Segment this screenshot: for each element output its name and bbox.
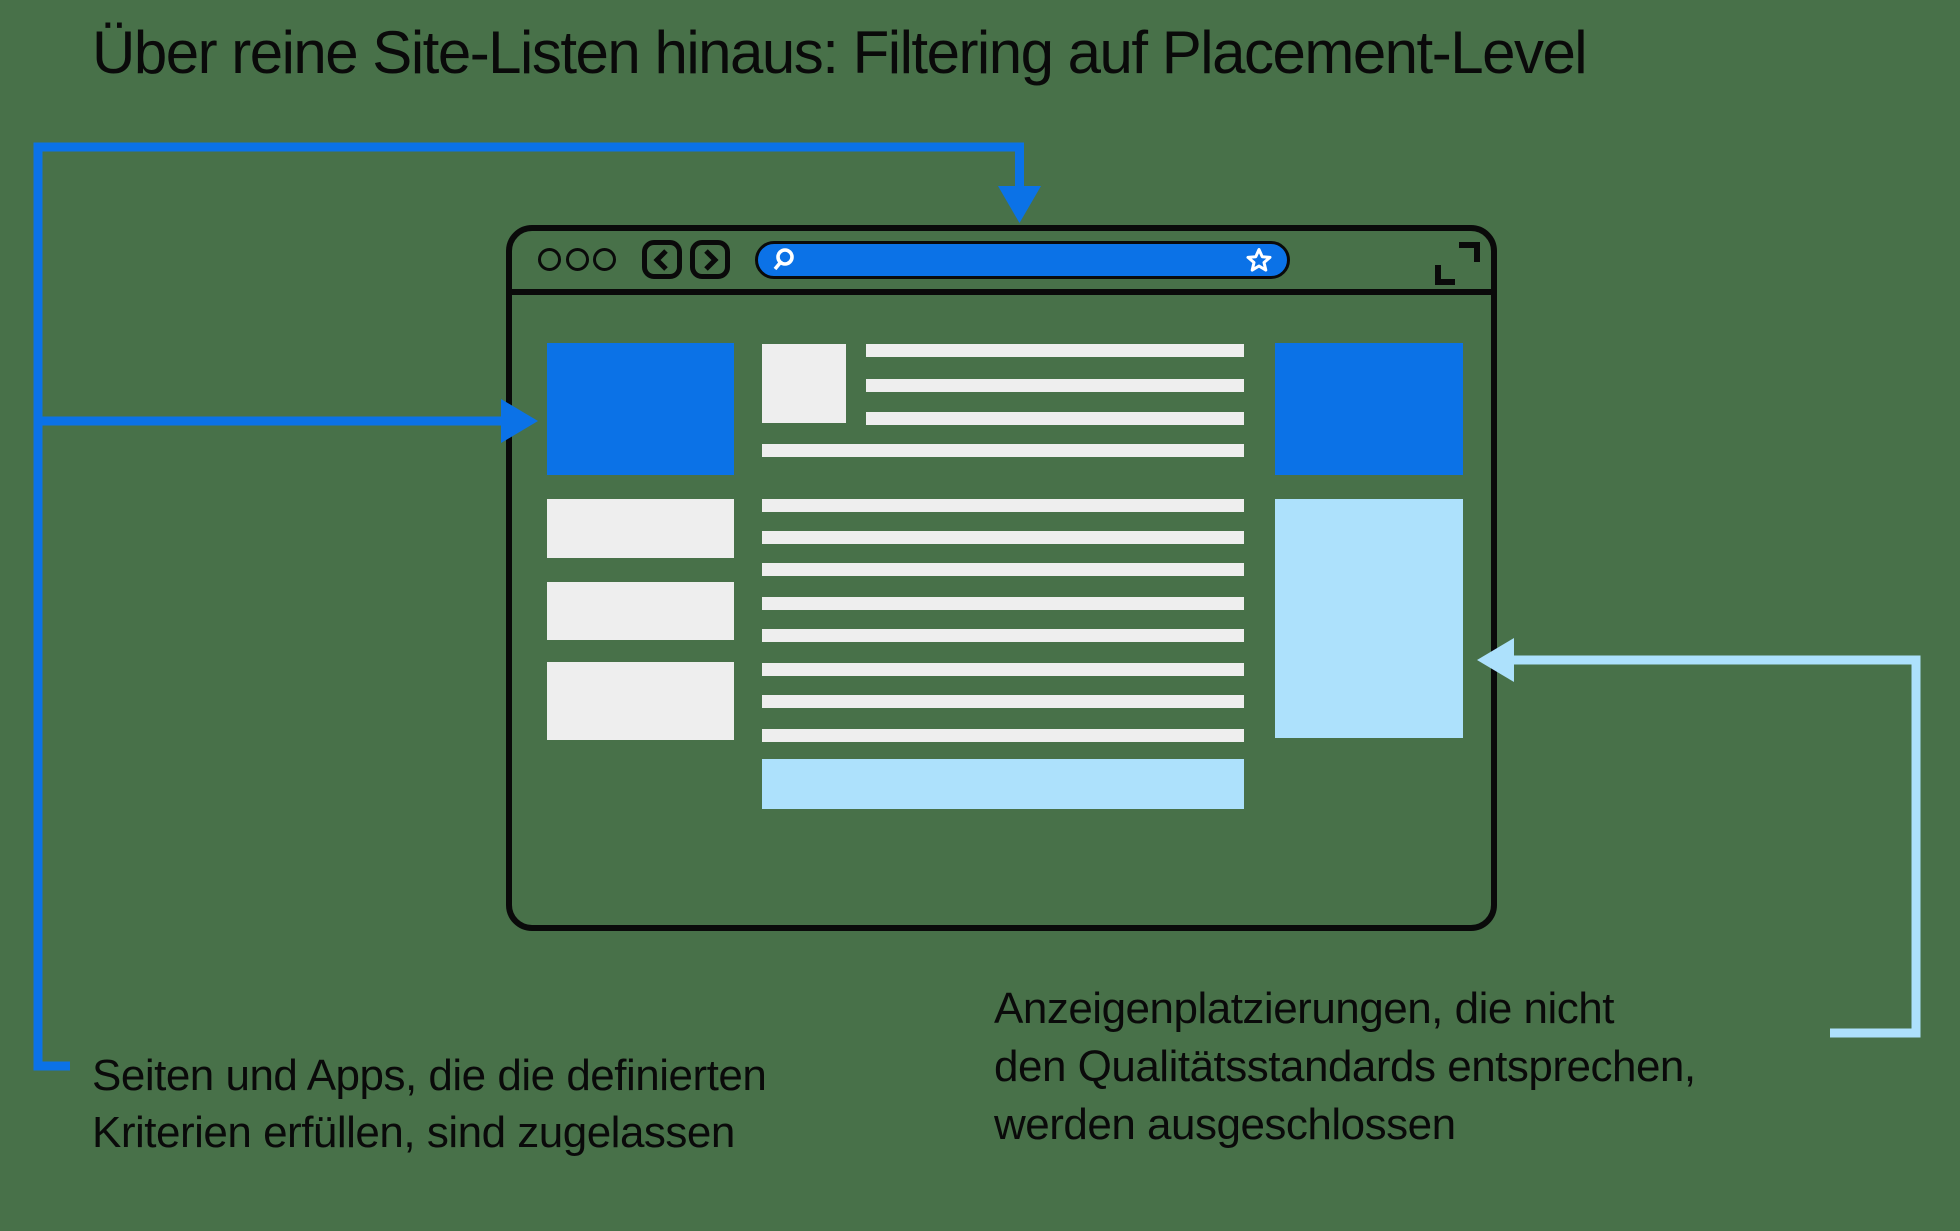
annotation-line: Seiten und Apps, die die definierten [92,1051,767,1100]
forward-button [690,240,730,279]
text-line-placeholder [866,344,1244,357]
chevron-right-icon [704,248,719,271]
window-control-dot [593,248,616,271]
annotation-line: Anzeigenplatzierungen, die nicht [994,984,1615,1033]
arrowhead-down-icon [998,186,1041,223]
placeholder-block [547,499,734,558]
placeholder-block [547,662,734,740]
text-line-placeholder [762,499,1244,512]
window-control-dot [538,248,561,271]
text-line-placeholder [762,597,1244,610]
expand-icon [1435,242,1480,285]
browser-toolbar [512,231,1491,295]
text-line-placeholder [762,444,1244,457]
text-line-placeholder [762,629,1244,642]
excluded-arrow-lightblue [1477,638,1921,1038]
page-title: Über reine Site-Listen hinaus: Filtering… [92,19,1588,86]
annotation-allowed: Seiten und Apps, die die definierten Kri… [92,1047,767,1161]
chevron-left-icon [653,248,668,271]
text-line-placeholder [762,663,1244,676]
excluded-ad-placement-block [1275,499,1463,738]
text-line-placeholder [866,412,1244,425]
annotation-excluded: Anzeigenplatzierungen, die nicht den Qua… [994,980,1696,1154]
placeholder-block [547,582,734,640]
annotation-line: werden ausgeschlossen [994,1100,1456,1149]
annotation-line: den Qualitätsstandards entsprechen, [994,1042,1696,1091]
star-icon [1246,248,1272,272]
text-line-placeholder [762,729,1244,742]
excluded-banner-placement-block [762,759,1244,809]
text-line-placeholder [866,379,1244,392]
text-line-placeholder [762,563,1244,576]
allowed-placement-block [547,343,734,475]
window-control-dot [566,248,589,271]
allowed-placement-block [1275,343,1463,475]
annotation-line: Kriterien erfüllen, sind zugelassen [92,1108,735,1157]
back-button [642,240,682,279]
text-line-placeholder [762,695,1244,708]
search-icon [773,248,794,271]
article-thumbnail-placeholder [762,344,846,423]
address-search-bar [755,241,1290,279]
text-line-placeholder [762,531,1244,544]
browser-window-mockup [506,225,1497,931]
